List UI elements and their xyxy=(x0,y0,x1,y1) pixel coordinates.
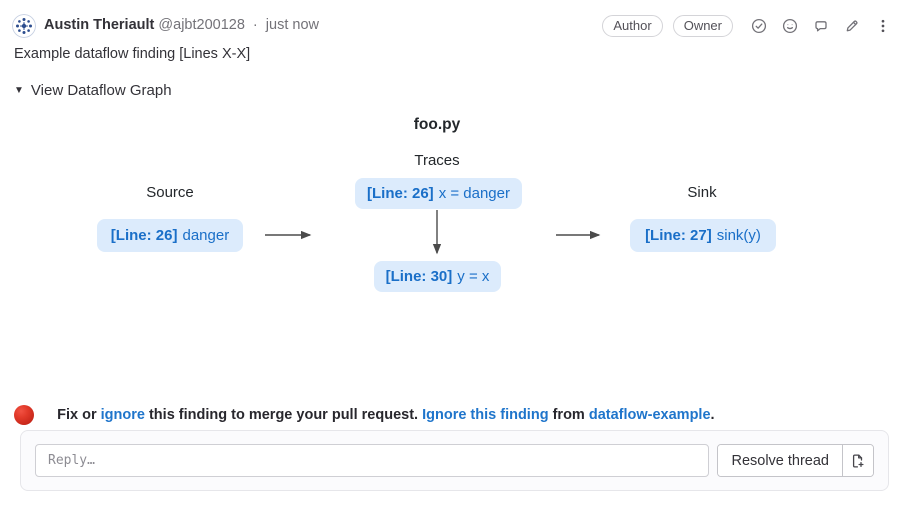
ignore-link[interactable]: ignore xyxy=(100,407,145,423)
avatar-pattern xyxy=(12,14,36,38)
line-label: [Line: 27] xyxy=(645,227,712,244)
code-text: danger xyxy=(182,227,230,244)
avatar[interactable] xyxy=(12,14,36,38)
resolve-button-group: Resolve thread xyxy=(717,444,874,477)
line-label: [Line: 26] xyxy=(367,185,434,202)
code-text: y = x xyxy=(457,268,490,285)
line-label: [Line: 26] xyxy=(110,227,178,244)
trace-node-top[interactable]: [Line: 26] x = danger xyxy=(355,178,522,209)
line-label: [Line: 30] xyxy=(385,268,453,285)
red-circle-icon xyxy=(14,405,34,425)
disclosure-label: View Dataflow Graph xyxy=(30,82,172,99)
reply-container: Resolve thread xyxy=(20,430,889,491)
merge-warning: Fix or ignore this finding to merge your… xyxy=(14,391,715,439)
author-badge: Author xyxy=(602,15,663,37)
new-issue-icon xyxy=(852,453,864,468)
source-column-label: Source xyxy=(146,184,194,201)
warning-period: . xyxy=(710,407,715,423)
reply-input[interactable] xyxy=(35,444,710,477)
sink-node[interactable]: [Line: 27] sink(y) xyxy=(630,219,776,252)
action-icons xyxy=(751,18,891,34)
edit-pencil-icon[interactable] xyxy=(844,18,860,34)
trace-node-bottom[interactable]: [Line: 30] y = x xyxy=(374,261,501,292)
timestamp: just now xyxy=(265,17,319,33)
author-name[interactable]: Austin Theriault xyxy=(44,17,155,33)
traces-column-label: Traces xyxy=(414,152,460,169)
code-text: sink(y) xyxy=(716,227,761,244)
warning-from: from xyxy=(548,407,589,423)
resolve-check-icon[interactable] xyxy=(751,18,767,34)
comment-header: Austin Theriault @ajbt200128 · just now xyxy=(44,17,319,33)
resolve-thread-button[interactable]: Resolve thread xyxy=(718,445,842,476)
code-text: x = danger xyxy=(438,185,510,202)
author-handle: @ajbt200128 xyxy=(158,17,245,33)
ignore-finding-link[interactable]: Ignore this finding xyxy=(422,407,549,423)
chevron-down-icon: ▼ xyxy=(14,85,24,96)
warning-middle: this finding to merge your pull request. xyxy=(144,407,423,423)
create-issue-button[interactable] xyxy=(842,445,873,476)
finding-title: Example dataflow finding [Lines X-X] xyxy=(14,46,251,62)
warning-text: Fix or ignore this finding to merge your… xyxy=(41,391,715,439)
role-badges: Author Owner xyxy=(602,15,733,37)
repo-link[interactable]: dataflow-example xyxy=(588,407,711,423)
owner-badge: Owner xyxy=(672,15,733,37)
view-dataflow-toggle[interactable]: ▼ View Dataflow Graph xyxy=(14,82,172,99)
comment-icon[interactable] xyxy=(813,18,829,34)
header-actions: Author Owner xyxy=(602,13,891,39)
dot-separator: · xyxy=(252,17,258,33)
warning-prefix: Fix or xyxy=(57,407,101,423)
graph-file-name: foo.py xyxy=(413,116,461,133)
more-options-icon[interactable] xyxy=(875,18,891,34)
sink-column-label: Sink xyxy=(687,184,717,201)
source-node[interactable]: [Line: 26] danger xyxy=(97,219,243,252)
add-reaction-icon[interactable] xyxy=(782,18,798,34)
